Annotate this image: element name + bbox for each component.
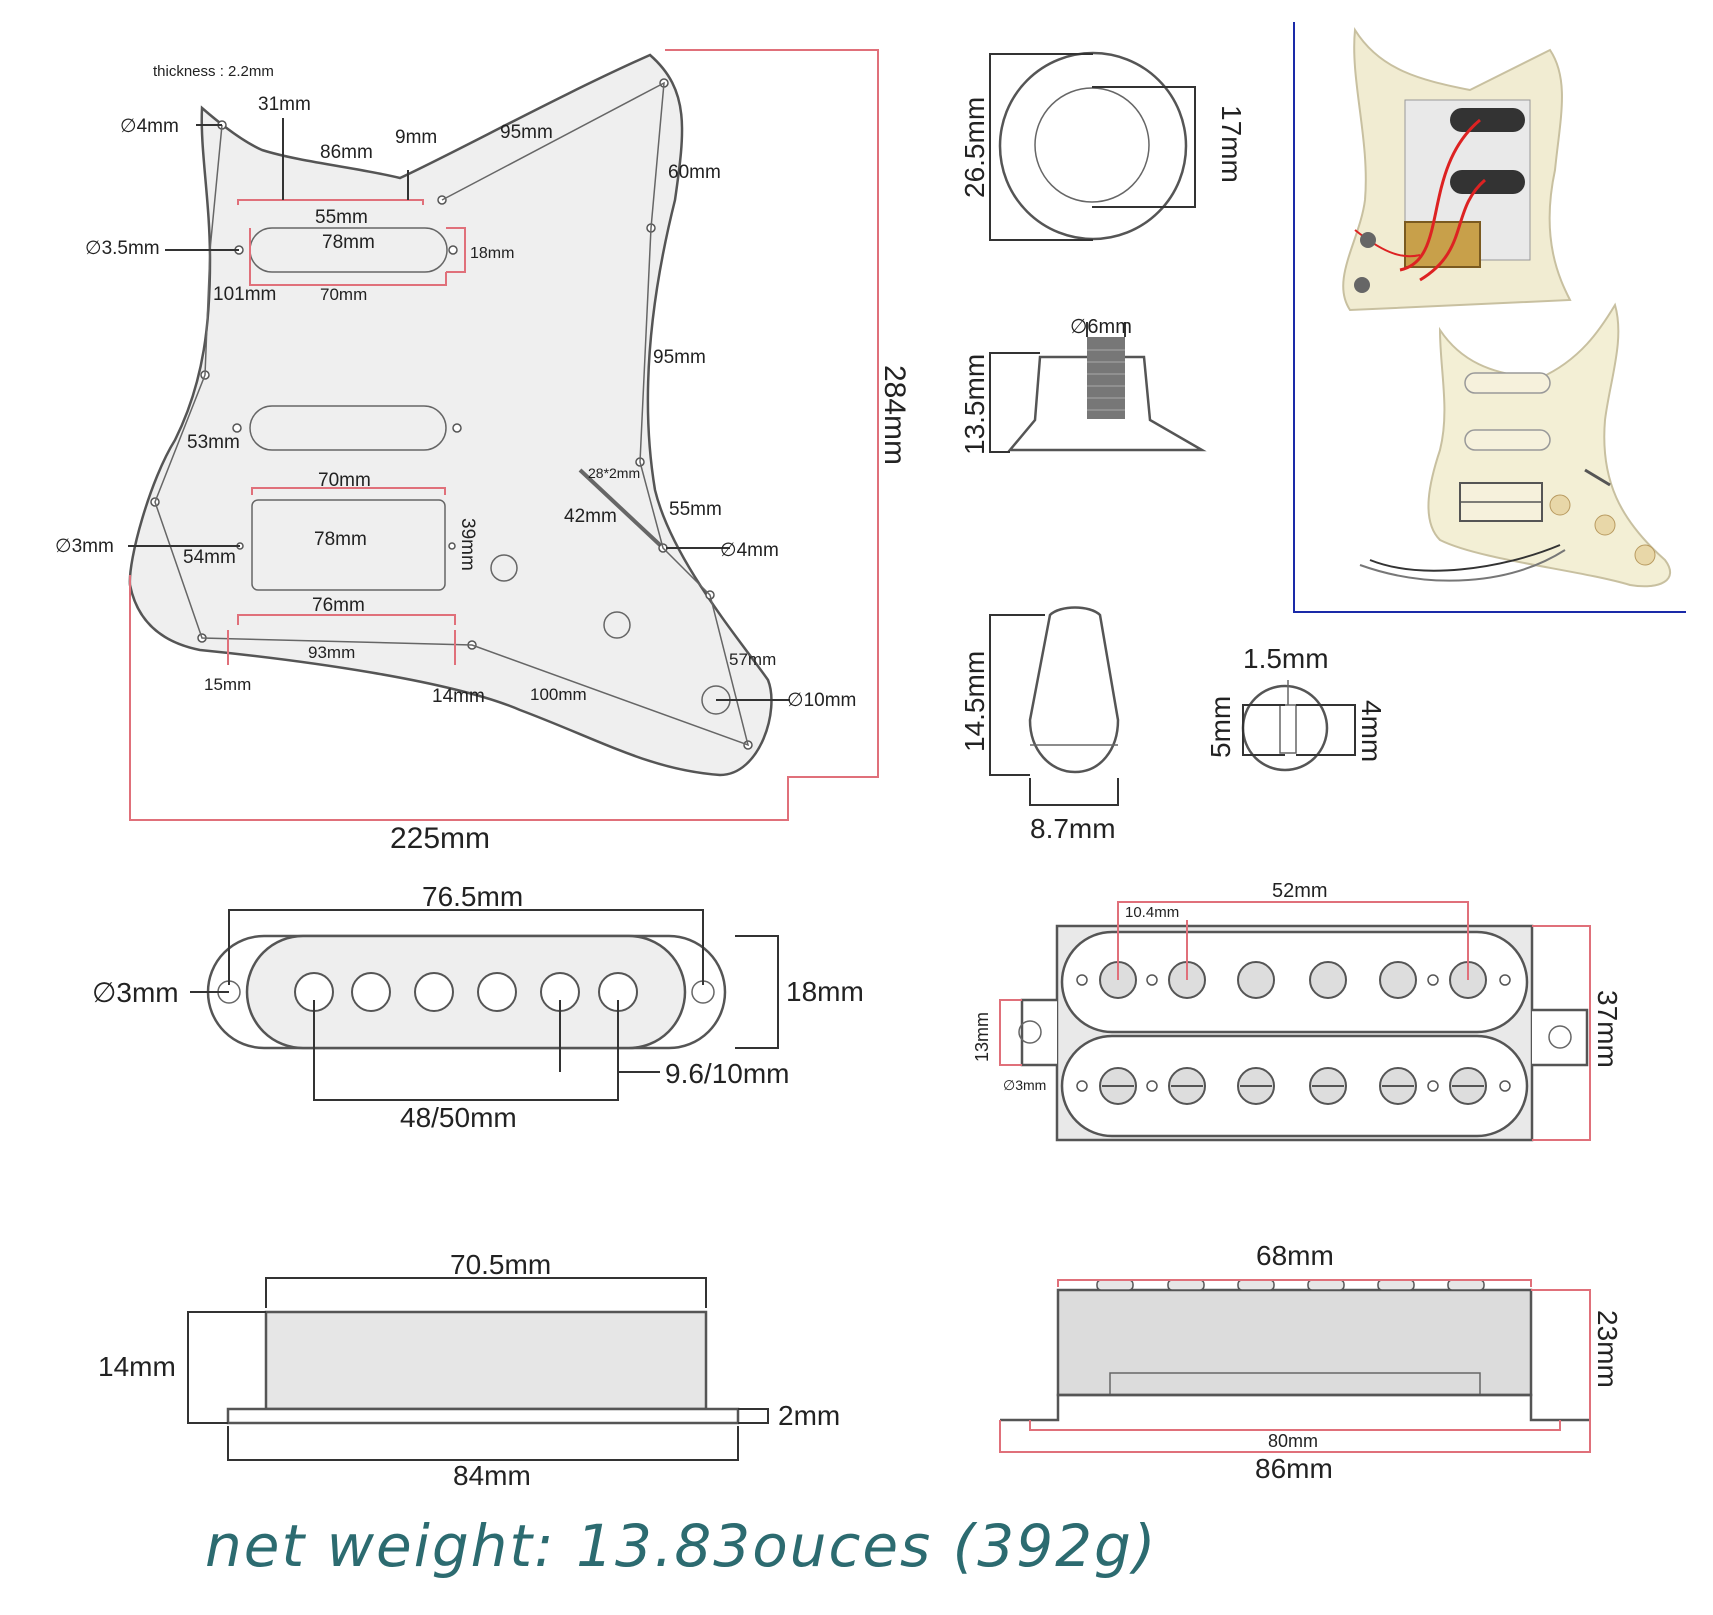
single-side-height-label: 14mm [98, 1351, 176, 1382]
net-weight-label: net weight: 13.83ouces (392g) [205, 1512, 1158, 1580]
humbucker-hole-label: ∅3mm [1003, 1077, 1046, 1093]
shaft-diameter-label: ∅6mm [1070, 316, 1132, 338]
bridge-humbucker-slot [251, 499, 446, 591]
humbucker-side-height-label: 23mm [1592, 1310, 1623, 1388]
pickguard-width-label: 225mm [390, 822, 490, 855]
dim-100-label: 100mm [530, 685, 587, 704]
humbucker-side-view: 68mm 23mm 80mm 86mm [999, 1240, 1623, 1484]
single-coil-width-label: 18mm [786, 976, 864, 1007]
pickguard-height-label: 284mm [878, 365, 911, 465]
dim-15-label: 15mm [204, 675, 251, 694]
dim-57-label: 57mm [729, 650, 776, 669]
single-coil-pole-gap-label: 9.6/10mm [665, 1058, 790, 1089]
switch-detail-view: 1.5mm 5mm 4mm [1205, 643, 1387, 772]
humbucker-poles-top-row [1099, 961, 1487, 999]
dim-42-label: 42mm [564, 506, 617, 527]
humbucker-width-label: 37mm [1592, 990, 1623, 1068]
knob-inner-label: 17mm [1216, 105, 1247, 183]
humbucker-tab-label: 13mm [972, 1012, 992, 1062]
pickguard-labels: thickness : 2.2mm ∅4mm 31mm 9mm 86mm 95m… [55, 63, 911, 855]
switch-right-label: 4mm [1356, 700, 1387, 762]
dim-9-label: 9mm [395, 127, 437, 148]
dim-70-top-label: 70mm [320, 285, 367, 304]
dim-101-label: 101mm [213, 284, 276, 305]
dim-86-label: 86mm [320, 142, 373, 163]
knob-shaft [1087, 337, 1125, 419]
dim-95-top-label: 95mm [500, 122, 553, 143]
hole-10-label: ∅10mm [787, 690, 856, 711]
knob-height-label: 13.5mm [959, 354, 990, 455]
middle-pickup-slot [249, 405, 447, 451]
pickguard-drawing [128, 49, 879, 821]
dim-53-label: 53mm [187, 432, 240, 453]
pole-pieces [294, 972, 638, 1012]
photo-frame [1293, 22, 1686, 613]
humbucker-side-bottom-label: 86mm [1255, 1453, 1333, 1484]
switch-tip-width-label: 8.7mm [1030, 813, 1116, 844]
dim-28x2-label: 28*2mm [588, 465, 640, 481]
humbucker-pole-span-label: 52mm [1272, 880, 1328, 902]
pickguard-front-photo [1427, 302, 1672, 588]
switch-tip-view: 14.5mm 8.7mm [959, 606, 1120, 844]
dim-93-label: 93mm [308, 643, 355, 662]
dim-76-label: 76mm [312, 595, 365, 616]
knob-side-view: ∅6mm 13.5mm [959, 316, 1207, 455]
dim-78-top-label: 78mm [322, 232, 375, 253]
dim-95-side-label: 95mm [653, 347, 706, 368]
knob-diameter-label: 26.5mm [959, 97, 990, 198]
switch-slot [578, 468, 662, 547]
single-coil-length-label: 76.5mm [422, 881, 523, 912]
knob-top-view: 26.5mm 17mm [959, 51, 1247, 241]
pickguard-outline [128, 53, 773, 777]
dim-18-label: 18mm [470, 245, 514, 262]
hole-4-side-label: ∅4mm [720, 540, 779, 561]
single-side-top-label: 70.5mm [450, 1249, 551, 1280]
switch-tip-height-label: 14.5mm [959, 651, 990, 752]
hole-4-top-label: ∅4mm [120, 116, 179, 137]
single-coil-pole-span-label: 48/50mm [400, 1102, 517, 1133]
humbucker-side-top-label: 68mm [1256, 1240, 1334, 1271]
switch-left-label: 5mm [1205, 696, 1236, 758]
dim-70-mid-label: 70mm [318, 470, 371, 491]
single-side-bottom-label: 84mm [453, 1460, 531, 1491]
dim-14-label: 14mm [432, 686, 485, 707]
dim-55-side-label: 55mm [669, 499, 722, 520]
humbucker-side-inner-label: 80mm [1268, 1431, 1318, 1451]
dim-31-label: 31mm [258, 94, 311, 115]
dim-54-label: 54mm [183, 547, 236, 568]
dim-60-label: 60mm [668, 162, 721, 183]
single-coil-top-view: 76.5mm ∅3mm 18mm 9.6/10mm 48/50mm [92, 881, 864, 1133]
switch-top-label: 1.5mm [1243, 643, 1329, 674]
hole-3-5-label: ∅3.5mm [85, 238, 160, 259]
control-hole-1 [490, 554, 518, 582]
humbucker-top-view: 52mm 10.4mm 13mm ∅3mm 37mm [972, 880, 1623, 1142]
hole-3-label: ∅3mm [55, 536, 114, 557]
humbucker-pole-gap-label: 10.4mm [1125, 904, 1179, 921]
thickness-label: thickness : 2.2mm [153, 63, 274, 80]
single-coil-hole-label: ∅3mm [92, 977, 179, 1008]
product-photos [1293, 22, 1686, 613]
dim-39-label: 39mm [457, 518, 478, 571]
dim-78-mid-label: 78mm [314, 529, 367, 550]
single-side-base-label: 2mm [778, 1400, 840, 1431]
control-hole-2 [603, 611, 631, 639]
single-coil-side-view: 70.5mm 14mm 2mm 84mm [98, 1249, 840, 1491]
dim-55-top-label: 55mm [315, 207, 368, 228]
